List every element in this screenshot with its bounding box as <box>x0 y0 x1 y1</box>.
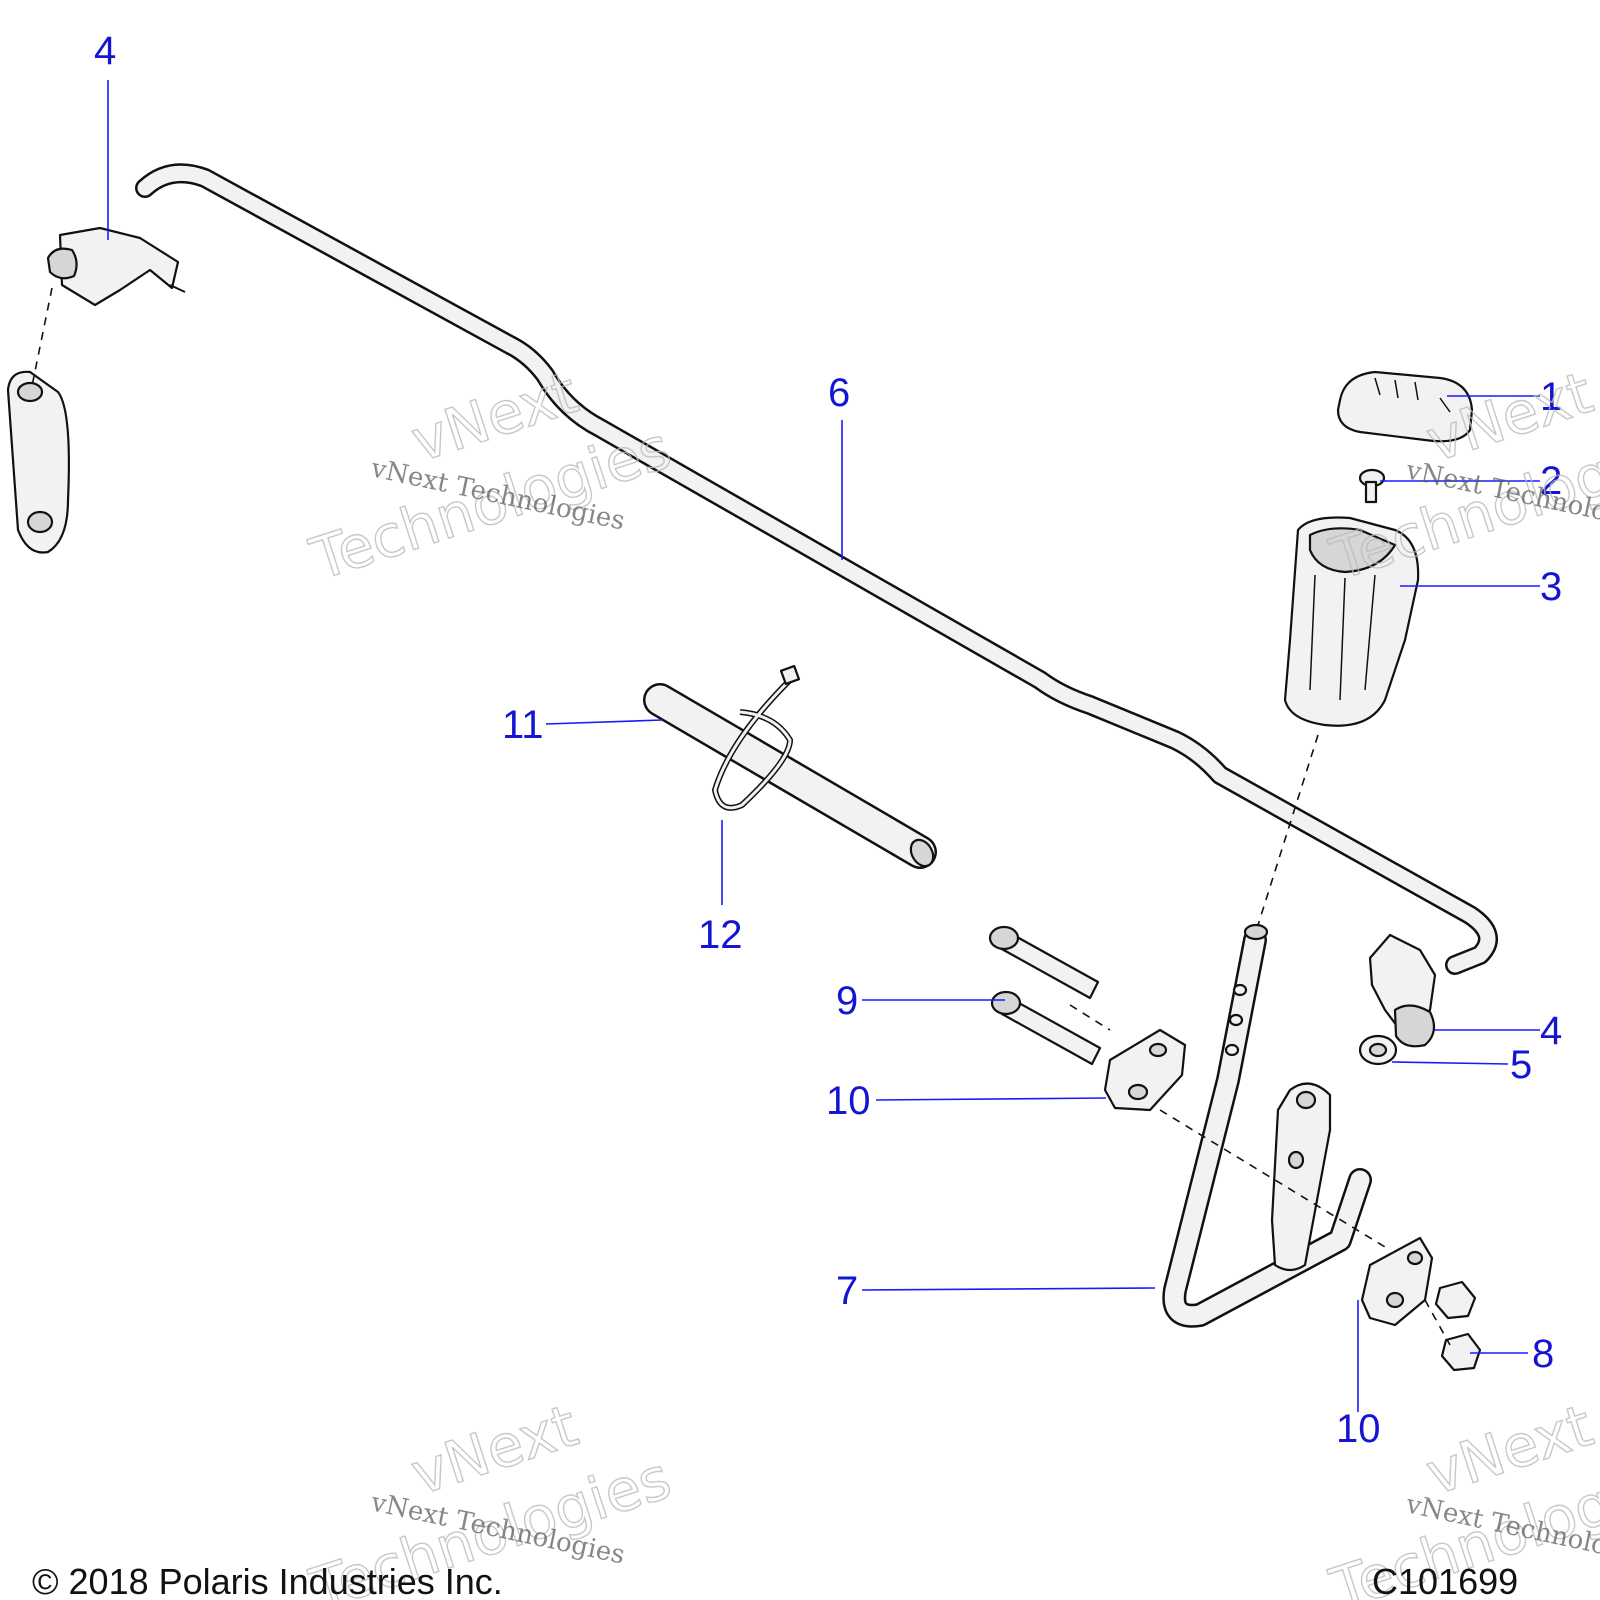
callout-5: 5 <box>1510 1043 1532 1087</box>
callout-2: 2 <box>1540 459 1562 503</box>
callout-8: 8 <box>1532 1332 1554 1376</box>
callout-7: 7 <box>836 1269 858 1313</box>
callout-4-upper: 4 <box>94 29 116 73</box>
washer-part-5 <box>1358 1034 1398 1066</box>
callout-11: 11 <box>502 703 544 747</box>
callout-1: 1 <box>1540 375 1562 419</box>
callout-6: 6 <box>828 371 850 415</box>
callout-10-upper: 10 <box>826 1079 871 1123</box>
leader-lines <box>107 80 1540 1412</box>
bracket-part-4-lower <box>1368 933 1437 1048</box>
cable-tie-part-12 <box>711 664 801 811</box>
shift-rod-part-6 <box>135 163 1498 975</box>
sleeve-tube-part-11 <box>643 683 937 869</box>
bolts-part-9 <box>988 925 1102 1066</box>
bushing-part-10-upper <box>1103 1028 1187 1112</box>
callout-3: 3 <box>1540 565 1562 609</box>
bracket-part-4-upper <box>6 226 186 554</box>
callout-4-lower: 4 <box>1540 1009 1562 1053</box>
knob-cap-part-1 <box>1336 370 1474 443</box>
callouts: 1 2 3 4 4 5 6 7 8 9 10 10 11 12 <box>94 29 1562 1451</box>
figure-id: C101699 <box>1372 1561 1518 1600</box>
copyright-text: © 2018 Polaris Industries Inc. <box>32 1561 503 1600</box>
callout-9: 9 <box>836 979 858 1023</box>
nuts-part-8 <box>1434 1280 1482 1372</box>
watermark-upper-left: vNext Technologies vNext Technologies <box>302 358 680 595</box>
bushing-part-10-lower <box>1360 1236 1434 1327</box>
shift-knob-part-3 <box>1283 516 1420 727</box>
screw-part-2 <box>1358 468 1386 504</box>
callout-10-lower: 10 <box>1336 1407 1381 1451</box>
callout-12: 12 <box>698 913 743 957</box>
shift-lever-part-7 <box>1162 923 1372 1328</box>
